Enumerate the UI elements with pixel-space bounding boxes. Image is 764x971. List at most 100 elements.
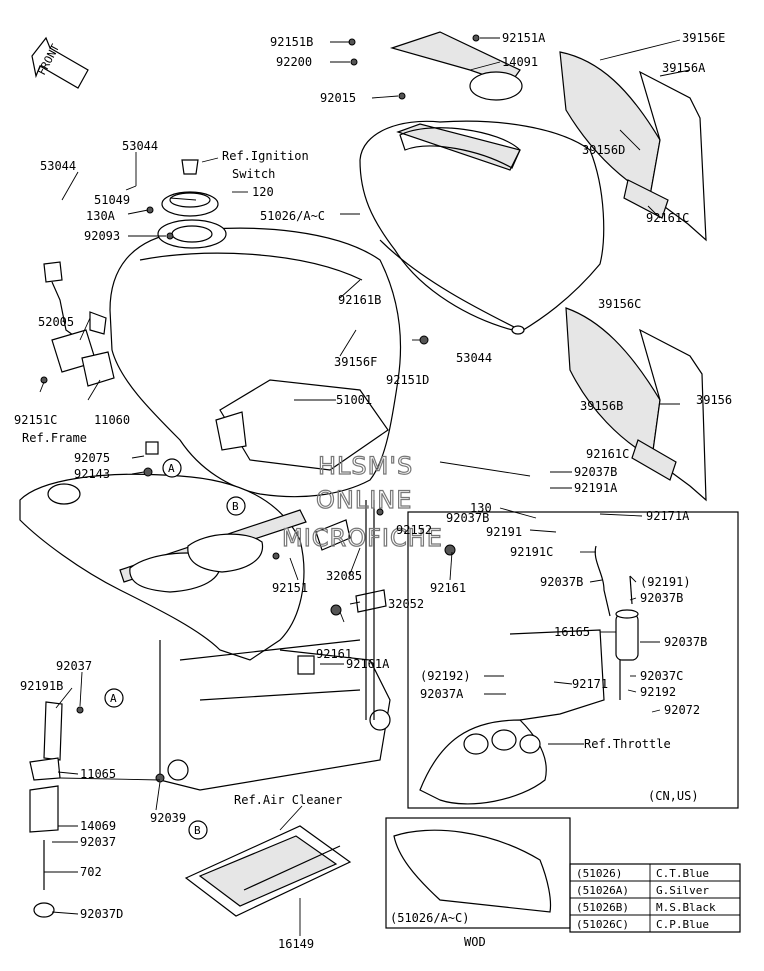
label-92037: 92037 — [56, 659, 92, 673]
label-ref-ignition-1: Ref.Ignition — [222, 149, 309, 163]
label-39156D: 39156D — [582, 143, 625, 157]
label-ref-ignition-2: Switch — [232, 167, 275, 181]
label-92075: 92075 — [74, 451, 110, 465]
label-702: 702 — [80, 865, 102, 879]
label-51001: 51001 — [336, 393, 372, 407]
label-92151A: 92151A — [502, 31, 546, 45]
callout-b-1: B — [232, 500, 239, 513]
label-92037-b: 92037 — [80, 835, 116, 849]
label-51049: 51049 — [94, 193, 130, 207]
fuel-pump-52005 — [43, 261, 115, 387]
label-92152: 92152 — [396, 523, 432, 537]
label-52005: 52005 — [38, 315, 74, 329]
leader-lines — [39, 37, 691, 936]
label-92191-paren: (92191) — [640, 575, 691, 589]
frame — [19, 473, 391, 791]
tank-cover — [359, 120, 605, 335]
color-table: (51026) C.T.Blue (51026A) G.Silver (5102… — [569, 863, 741, 933]
label-92171A: 92171A — [646, 509, 690, 523]
fuel-cap-51049 — [161, 191, 219, 217]
label-14069: 14069 — [80, 819, 116, 833]
label-53044-b: 53044 — [40, 159, 76, 173]
label-92151B: 92151B — [270, 35, 313, 49]
label-ref-frame: Ref.Frame — [22, 431, 87, 445]
label-39156F: 39156F — [334, 355, 377, 369]
label-11065: 11065 — [80, 767, 116, 781]
label-32085: 32085 — [326, 569, 362, 583]
label-92037B-5: 92037B — [664, 635, 707, 649]
label-51026AC-box: (51026/A~C) — [390, 911, 469, 925]
fuel-line-702 — [29, 701, 63, 918]
label-120: 120 — [252, 185, 274, 199]
color-name-3: C.P.Blue — [656, 918, 709, 931]
label-92191: 92191 — [486, 525, 522, 539]
label-92072: 92072 — [664, 703, 700, 717]
label-39156: 39156 — [696, 393, 732, 407]
label-92161C-mid: 92161C — [586, 447, 629, 461]
label-32052: 32052 — [388, 597, 424, 611]
label-53044-a: 53044 — [122, 139, 158, 153]
label-92151D: 92151D — [386, 373, 429, 387]
label-16165: 16165 — [554, 625, 590, 639]
wod-panel — [385, 817, 571, 929]
side-cover-39156C — [565, 307, 661, 459]
label-wod: WOD — [464, 935, 486, 949]
label-39156E: 39156E — [682, 31, 725, 45]
label-92161: 92161 — [430, 581, 466, 595]
label-92192-paren: (92192) — [420, 669, 471, 683]
label-14091: 14091 — [502, 55, 538, 69]
label-92037A: 92037A — [420, 687, 464, 701]
color-name-0: C.T.Blue — [656, 867, 709, 880]
label-11060: 11060 — [94, 413, 130, 427]
label-39156A: 39156A — [662, 61, 706, 75]
label-51026AC: 51026/A~C — [260, 209, 325, 223]
cn-us-frame — [407, 511, 739, 809]
label-92161C-top: 92161C — [646, 211, 689, 225]
label-92191B: 92191B — [20, 679, 63, 693]
part-labels: 92151B 92200 92151A 14091 39156E 39156A … — [14, 31, 732, 951]
color-code-3: (51026C) — [576, 918, 629, 931]
color-name-2: M.S.Black — [656, 901, 716, 914]
color-code-2: (51026B) — [576, 901, 629, 914]
seal-14091 — [389, 31, 523, 101]
watermark-line-1: HLSM'S — [318, 452, 413, 480]
callouts: A B A B — [104, 458, 246, 840]
watermark: HLSM'S ONLINE MICROFICHE — [281, 451, 443, 552]
watermark-line-3: MICROFICHE — [282, 524, 443, 552]
fuel-tank-51001 — [109, 219, 402, 498]
label-92037B-1: 92037B — [574, 465, 617, 479]
label-53044-c: 53044 — [456, 351, 492, 365]
callout-a-1: A — [168, 462, 175, 475]
label-130A: 130A — [86, 209, 116, 223]
ignition-cap — [181, 159, 199, 175]
canister-16165 — [594, 545, 639, 700]
label-92151: 92151 — [272, 581, 308, 595]
label-92161-b: 92161 — [316, 647, 352, 661]
hardware — [40, 34, 480, 783]
label-92037B-2: 92037B — [446, 511, 489, 525]
label-16149: 16149 — [278, 937, 314, 951]
label-39156B: 39156B — [580, 399, 623, 413]
label-92191A: 92191A — [574, 481, 618, 495]
color-code-0: (51026) — [576, 867, 622, 880]
air-filter-16149 — [184, 825, 352, 917]
throttle-body — [419, 629, 605, 805]
label-92093: 92093 — [84, 229, 120, 243]
label-92037B-4: 92037B — [640, 591, 683, 605]
label-92192: 92192 — [640, 685, 676, 699]
label-92143: 92143 — [74, 467, 110, 481]
callout-a-2: A — [110, 692, 117, 705]
label-92037B-3: 92037B — [540, 575, 583, 589]
front-arrow-icon: FRONT — [31, 36, 89, 89]
label-92200: 92200 — [276, 55, 312, 69]
label-cn-us: (CN,US) — [648, 789, 699, 803]
label-92151C: 92151C — [14, 413, 57, 427]
label-ref-air-cleaner: Ref.Air Cleaner — [234, 793, 342, 807]
pad-92161C-mid — [631, 439, 677, 481]
watermark-line-2: ONLINE — [316, 486, 412, 514]
label-92039: 92039 — [150, 811, 186, 825]
label-92171: 92171 — [572, 677, 608, 691]
label-92191C: 92191C — [510, 545, 553, 559]
label-130: 130 — [470, 501, 492, 515]
label-92015: 92015 — [320, 91, 356, 105]
